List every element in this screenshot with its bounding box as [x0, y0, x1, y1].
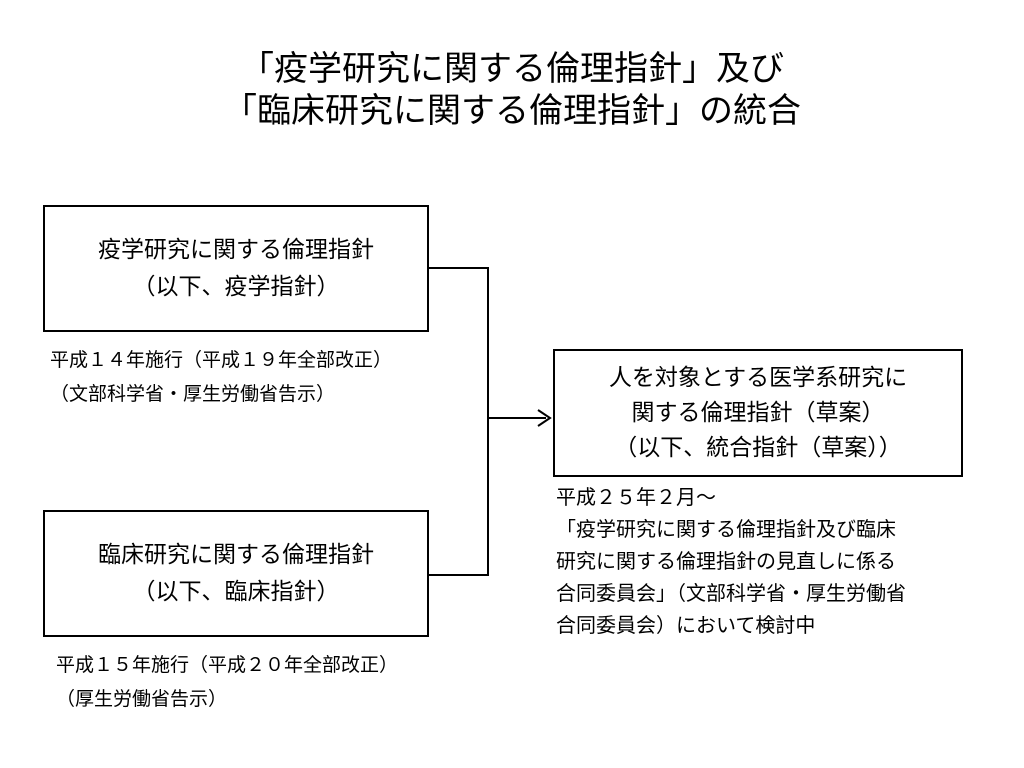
note-line: 平成１４年施行（平成１９年全部改正）	[50, 349, 393, 371]
note-line: （文部科学省・厚生労働省告示）	[50, 383, 336, 405]
note-line: 研究に関する倫理指針の見直しに係る	[556, 549, 896, 573]
note-line: 「疫学研究に関する倫理指針及び臨床	[556, 517, 896, 541]
note-line: 合同委員会）において検討中	[556, 613, 816, 637]
box-line: （以下、臨床指針）	[132, 578, 340, 605]
box-line: 関する倫理指針（草案）	[631, 399, 885, 426]
note-line: 平成２５年２月～	[556, 485, 716, 509]
slide-title-line2: 「臨床研究に関する倫理指針」の統合	[223, 91, 801, 131]
clinical-guideline-box: 臨床研究に関する倫理指針 （以下、臨床指針）	[43, 510, 429, 637]
note-line: 合同委員会」（文部科学省・厚生労働省	[556, 581, 906, 605]
box-line: （以下、疫学指針）	[132, 273, 340, 300]
clin-note: 平成１５年施行（平成２０年全部改正） （厚生労働省告示）	[56, 648, 398, 716]
note-line: 平成１５年施行（平成２０年全部改正）	[56, 654, 399, 676]
epi-note: 平成１４年施行（平成１９年全部改正） （文部科学省・厚生労働省告示）	[50, 343, 392, 411]
box-line: 疫学研究に関する倫理指針	[98, 236, 374, 263]
bracket-connector	[428, 267, 489, 576]
box-line: （以下、統合指針（草案））	[614, 434, 902, 461]
merged-guideline-box: 人を対象とする医学系研究に 関する倫理指針（草案） （以下、統合指針（草案））	[553, 349, 963, 477]
arrow-head-icon	[537, 409, 552, 427]
box-line: 臨床研究に関する倫理指針	[98, 541, 374, 568]
box-line: 人を対象とする医学系研究に	[608, 364, 908, 391]
slide-title-line1: 「疫学研究に関する倫理指針」及び	[240, 49, 784, 89]
note-line: （厚生労働省告示）	[56, 688, 228, 710]
epidemiology-guideline-box: 疫学研究に関する倫理指針 （以下、疫学指針）	[43, 205, 429, 332]
merged-note: 平成２５年２月～ 「疫学研究に関する倫理指針及び臨床 研究に関する倫理指針の見直…	[556, 481, 906, 641]
